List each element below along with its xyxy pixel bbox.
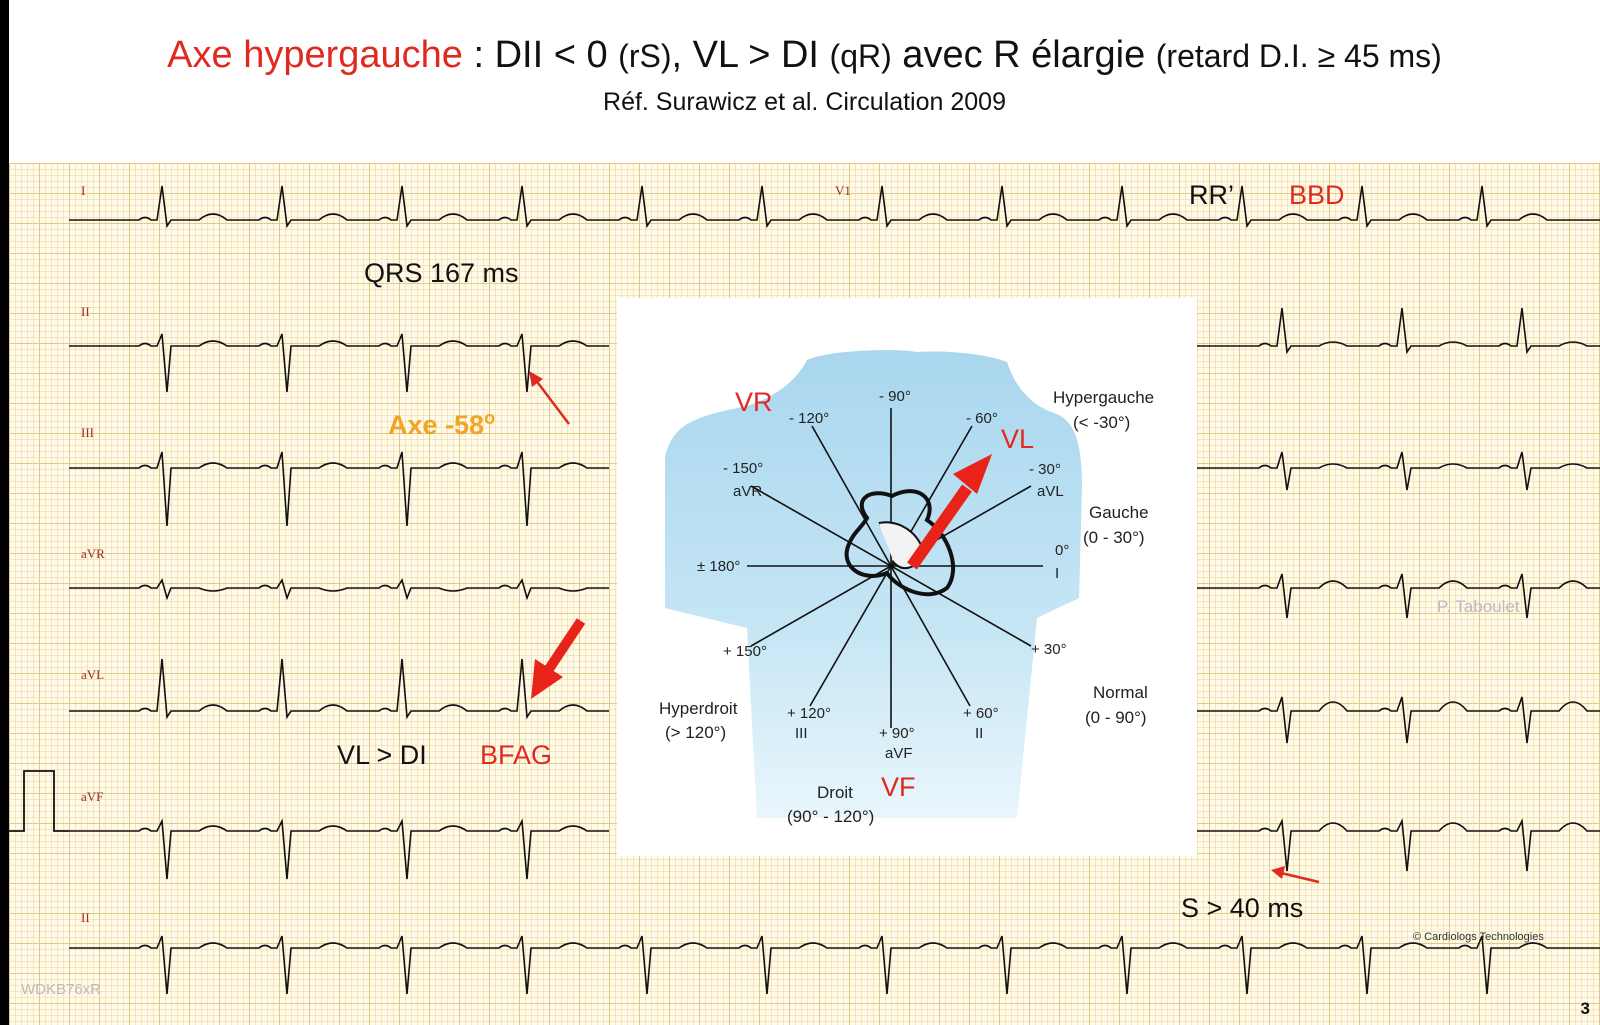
ecg-traces (9, 185, 1600, 995)
zone-hypergauche-range: (< -30°) (1073, 413, 1130, 432)
trace-iii (69, 451, 609, 527)
lead-label-i: I (81, 183, 86, 198)
lead-label-avl: aVL (81, 667, 105, 682)
vr-label: VR (735, 387, 773, 417)
lead-label-avr: aVR (81, 546, 105, 561)
vf-label: VF (881, 772, 916, 802)
trace-v5 (1189, 696, 1600, 744)
lead-label-iii: III (81, 425, 94, 440)
lead-iii: III (795, 725, 808, 742)
lead-label-avf: aVF (81, 789, 104, 804)
title-part-c: , VL > DI (671, 34, 830, 76)
angle-m90: - 90° (879, 388, 911, 405)
trace-v6 (1189, 818, 1600, 872)
trace-v3 (1189, 451, 1600, 491)
zone-droit-range: (90° - 120°) (787, 807, 874, 826)
angle-m30: - 30° (1029, 461, 1061, 478)
copyright-text: © Cardiologs Technologies (1413, 931, 1544, 943)
angle-m120: - 120° (789, 410, 829, 427)
angle-p120: + 120° (787, 705, 831, 722)
lead-i: I (1055, 565, 1059, 582)
bfag-label: BFAG (480, 740, 553, 770)
trace-avf (69, 818, 609, 880)
rr-label: RR’ (1189, 180, 1234, 210)
calibration-pulse (9, 770, 69, 832)
vl-axis-arrow-head (953, 454, 992, 494)
qrs-duration-label: QRS 167 ms (364, 258, 519, 288)
title-part-d: (qR) (829, 38, 892, 74)
angle-zero: 0° (1055, 542, 1069, 559)
corner-code: WDKB76xR (21, 981, 102, 998)
axis-label: Axe -58o (388, 408, 495, 441)
zone-gauche: Gauche (1089, 503, 1149, 522)
angle-p90: + 90° (879, 725, 915, 742)
slide-subtitle: Réf. Surawicz et al. Circulation 2009 (603, 88, 1006, 116)
ecg-strip: I V1 II III aVR aVL aVF II QRS 167 ms Ax… (9, 163, 1600, 1025)
title-part-f: (retard D.I. ≥ 45 ms) (1155, 38, 1442, 74)
lead-avr: aVR (733, 483, 762, 500)
bbd-label: BBD (1289, 180, 1345, 210)
trace-avr (69, 578, 609, 601)
zone-hypergauche: Hypergauche (1053, 388, 1154, 407)
trace-ii (69, 333, 609, 393)
trace-v4 (1189, 573, 1600, 619)
title-part-b: (rS) (618, 38, 672, 74)
slide-title: Axe hypergauche : DII < 0 (rS), VL > DI … (9, 34, 1600, 77)
author-watermark: P. Taboulet (1437, 597, 1520, 616)
page-number: 3 (1580, 999, 1590, 1018)
title-highlight: Axe hypergauche (167, 34, 463, 76)
axis-lines (747, 408, 1043, 728)
vl-label: VL (1001, 424, 1034, 454)
angle-p60: + 60° (963, 705, 999, 722)
hexaxial-figure: VR VL VF - 90° - 120° - 60° - 150° aVR -… (659, 350, 1154, 826)
lead-label-ii: II (81, 304, 90, 319)
lead-label-ii-rhythm: II (81, 910, 90, 925)
lead-avf: aVF (885, 745, 913, 762)
lead-label-v1: V1 (835, 183, 851, 198)
zone-labels: Hypergauche (< -30°) Gauche (0 - 30°) No… (659, 388, 1154, 826)
s-duration-label: S > 40 ms (1181, 893, 1304, 923)
trace-ii-rhythm (69, 935, 1600, 995)
vl-di-label: VL > DI (337, 740, 427, 770)
slide-header: Axe hypergauche : DII < 0 (rS), VL > DI … (9, 0, 1600, 160)
angle-labels: - 90° - 120° - 60° - 150° aVR - 30° aVL … (697, 388, 1069, 762)
zone-hyperdroit: Hyperdroit (659, 699, 738, 718)
trace-avl (69, 658, 609, 720)
axis-degree: o (484, 408, 496, 428)
zone-gauche-range: (0 - 30°) (1083, 528, 1145, 547)
title-part-e: avec R élargie (891, 34, 1156, 76)
trace-v2 (1189, 307, 1600, 355)
angle-m150: - 150° (723, 460, 763, 477)
trace-i-v1 (69, 185, 1600, 229)
lead-ii: II (975, 725, 983, 742)
zone-normal: Normal (1093, 683, 1148, 702)
zone-droit: Droit (817, 783, 853, 802)
axis-diagram: VR VL VF - 90° - 120° - 60° - 150° aVR -… (617, 298, 1197, 856)
zone-normal-range: (0 - 90°) (1085, 708, 1147, 727)
title-part-a: : DII < 0 (462, 34, 619, 76)
vl-axis-arrow (907, 484, 972, 570)
zone-hyperdroit-range: (> 120°) (665, 723, 726, 742)
angle-m60: - 60° (966, 410, 998, 427)
lead-avl: aVL (1037, 483, 1064, 500)
axis-value: Axe -58 (388, 410, 485, 440)
left-black-bar (0, 0, 9, 1025)
angle-p150: + 150° (723, 643, 767, 660)
angle-pm180: ± 180° (697, 558, 740, 575)
torso-silhouette (665, 350, 1082, 818)
angle-p30: + 30° (1031, 641, 1067, 658)
